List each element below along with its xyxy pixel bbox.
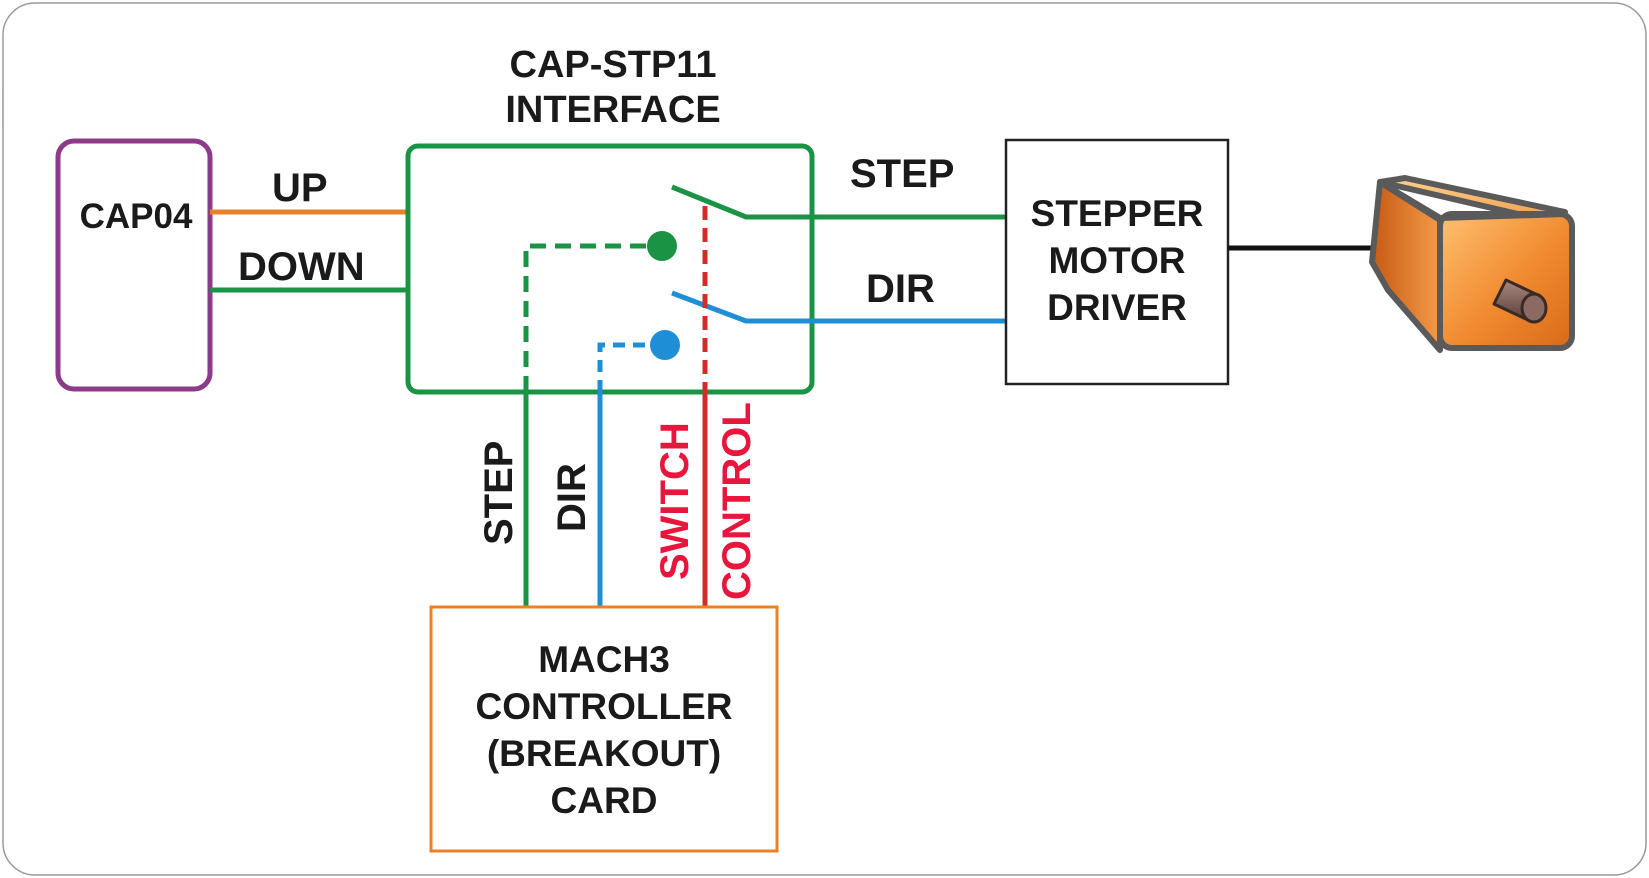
step-contact-dot <box>647 231 677 261</box>
controller-line3: (BREAKOUT) <box>487 733 721 774</box>
driver-line1: STEPPER <box>1031 193 1204 234</box>
interface-title-line1: CAP-STP11 <box>510 44 717 86</box>
dir-contact-dot <box>650 330 680 360</box>
step-in-label: STEP <box>477 441 521 545</box>
dir-internal-dashed <box>597 342 651 392</box>
controller-line4: CARD <box>551 780 658 821</box>
switch-label: SWITCH <box>653 422 697 580</box>
dir-switch-blade <box>671 290 812 324</box>
dir-out-label: DIR <box>866 267 935 311</box>
interface-title-line2: INTERFACE <box>505 89 720 131</box>
driver-block: STEPPER MOTOR DRIVER <box>1004 138 1230 386</box>
control-label: CONTROL <box>715 402 759 600</box>
stepper-motor-icon <box>1369 175 1575 353</box>
up-label: UP <box>272 166 328 210</box>
step-out-label: STEP <box>850 152 954 196</box>
controller-line2: CONTROLLER <box>476 686 733 727</box>
dir-in-label: DIR <box>550 463 594 532</box>
controller-line1: MACH3 <box>538 639 670 680</box>
step-switch-blade <box>671 184 812 220</box>
driver-line2: MOTOR <box>1048 240 1185 281</box>
controller-block: MACH3 CONTROLLER (BREAKOUT) CARD <box>429 605 779 853</box>
step-internal-dashed <box>523 243 648 392</box>
cap04-block: CAP04 <box>55 138 213 392</box>
driver-line3: DRIVER <box>1047 287 1187 328</box>
cap04-label: CAP04 <box>80 197 193 236</box>
down-label: DOWN <box>238 245 365 289</box>
interface-block: CAP-STP11 INTERFACE <box>405 44 815 395</box>
